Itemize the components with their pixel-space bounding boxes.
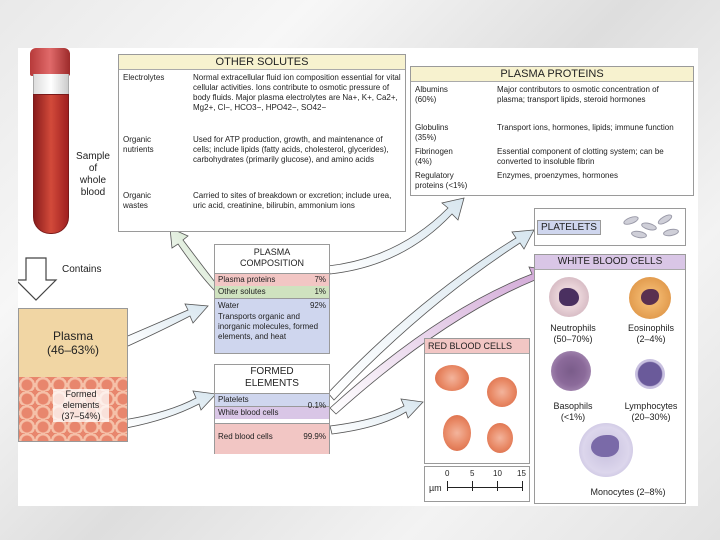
scale-tick-5: [472, 481, 473, 491]
contains-arrow: [18, 257, 58, 301]
rbc-1: [435, 365, 469, 391]
tube-blood: [33, 94, 69, 234]
platelets-box: PLATELETS: [534, 208, 686, 246]
platelets-row: Platelets: [215, 393, 329, 406]
regulatory-desc: Enzymes, proenzymes, hormones: [497, 171, 618, 180]
formed-elements-box: FORMED ELEMENTS Platelets White blood ce…: [214, 364, 330, 454]
blood-tube: [30, 48, 70, 238]
plasma-panel: Plasma (46–63%) Formed elements (37–54%): [18, 308, 128, 442]
tube-label: Sample of whole blood: [76, 151, 110, 198]
wbc-row: White blood cells 0.1%: [215, 401, 329, 419]
formed-title: Formed elements (37–54%): [53, 389, 109, 422]
to-platelets-arrow: [327, 229, 535, 401]
to-other-solutes-arrow: [169, 227, 219, 291]
rbc-row: Red blood cells 99.9%: [215, 423, 329, 454]
plasma-proteins-row: Plasma proteins 7%: [215, 273, 329, 287]
basophils-label: Basophils (<1%): [553, 401, 593, 422]
fibrinogen-label: Fibrinogen (4%): [415, 147, 453, 166]
plasma-composition-title: PLASMA COMPOSITION: [239, 247, 304, 268]
monocytes-label: Monocytes (2–8%): [590, 487, 666, 497]
scale-tick-0: [447, 481, 448, 491]
platelets-title: PLATELETS: [537, 220, 601, 235]
neutrophils-label: Neutrophils (50–70%): [550, 323, 596, 344]
neutrophil-nucleus: [559, 288, 579, 306]
scale-label-0: 0: [445, 469, 450, 478]
scale-tick-15: [522, 481, 523, 491]
scale-line: [447, 487, 523, 488]
albumins-desc: Major contributors to osmotic concentrat…: [497, 85, 659, 104]
to-rbc-arrow: [329, 398, 424, 435]
plasma-layer: [19, 309, 127, 377]
electrolytes-desc: Normal extracellular fluid ion compositi…: [193, 73, 401, 112]
plasma-composition-box: PLASMA COMPOSITION Plasma proteins 7% Ot…: [214, 244, 330, 354]
water-desc: Transports organic and inorganic molecul…: [218, 312, 319, 341]
monocyte-nucleus: [591, 435, 619, 457]
plasma-proteins-box: PLASMA PROTEINS Albumins (60%) Major con…: [410, 66, 694, 196]
albumins-label: Albumins (60%): [415, 85, 448, 104]
plasma-title: Plasma (46–63%): [46, 329, 100, 357]
contains-label: Contains: [62, 264, 102, 275]
scale-label-15: 15: [517, 469, 526, 478]
scale-tick-10: [497, 481, 498, 491]
formed-arrow: [122, 390, 217, 429]
wbc-box: WHITE BLOOD CELLS Neutrophils (50–70%) E…: [534, 254, 686, 504]
rbc-2: [487, 377, 517, 407]
plasma-to-composition-arrow: [122, 303, 209, 347]
other-solutes-box: OTHER SOLUTES Electrolytes Normal extrac…: [118, 54, 406, 232]
lymphocytes-label: Lymphocytes (20–30%): [624, 401, 678, 422]
platelet-1: [622, 214, 640, 227]
tube-glass: [33, 74, 69, 94]
plasma-proteins-title: PLASMA PROTEINS: [411, 67, 693, 82]
regulatory-label: Regulatory proteins (<1%): [415, 171, 468, 190]
eosinophils-label: Eosinophils (2–4%): [627, 323, 675, 344]
slide-canvas: Sample of whole blood Contains Plasma (4…: [18, 48, 698, 506]
electrolytes-label: Electrolytes: [123, 73, 165, 82]
scale-label-5: 5: [470, 469, 475, 478]
globulins-label: Globulins (35%): [415, 123, 449, 142]
rbc-3: [443, 415, 471, 451]
tube-cap: [30, 48, 70, 76]
rbc-title: RED BLOOD CELLS: [425, 339, 529, 354]
platelet-5: [662, 227, 680, 238]
globulins-desc: Transport ions, hormones, lipids; immune…: [497, 123, 674, 132]
rbc-4: [487, 423, 513, 453]
platelet-4: [630, 229, 648, 240]
scale-box: µm 0 5 10 15: [424, 466, 530, 502]
scale-unit: µm: [429, 483, 442, 493]
water-row: Water 92% Transports organic and inorgan…: [215, 299, 329, 353]
fibrinogen-desc: Essential component of clotting system; …: [497, 147, 664, 166]
organic-nutrients-desc: Used for ATP production, growth, and mai…: [193, 135, 389, 164]
other-solutes-row: Other solutes 1%: [215, 286, 329, 299]
wbc-title: WHITE BLOOD CELLS: [535, 255, 685, 270]
basophil-cell: [551, 351, 591, 391]
other-solutes-title: OTHER SOLUTES: [119, 55, 405, 70]
arrows-layer: [18, 197, 551, 435]
rbc-box: RED BLOOD CELLS: [424, 338, 530, 464]
lymphocyte-cell: [635, 359, 665, 389]
to-plasma-proteins-arrow: [327, 197, 465, 275]
platelet-2: [640, 221, 658, 232]
scale-label-10: 10: [493, 469, 502, 478]
formed-elements-title: FORMED ELEMENTS: [245, 366, 299, 389]
organic-nutrients-label: Organic nutrients: [123, 135, 154, 154]
eosinophil-nucleus: [641, 289, 659, 305]
organic-wastes-label: Organic wastes: [123, 191, 152, 210]
organic-wastes-desc: Carried to sites of breakdown or excreti…: [193, 191, 392, 210]
platelet-3: [656, 212, 674, 227]
